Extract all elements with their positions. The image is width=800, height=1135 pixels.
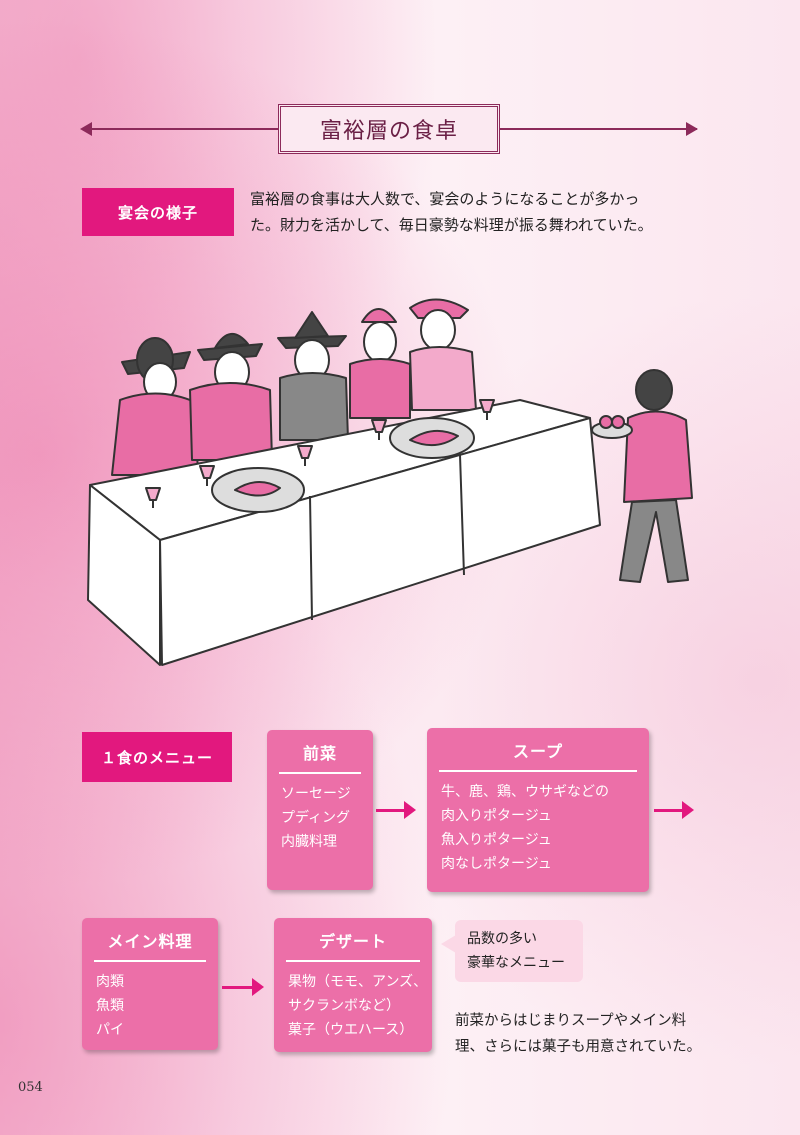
page-title-box: 富裕層の食卓 bbox=[278, 104, 500, 154]
arrow-right-icon bbox=[682, 801, 694, 819]
guest-2-figure bbox=[189, 333, 273, 461]
menu-note: 前菜からはじまりスープやメイン料 理、さらには菓子も用意されていた。 bbox=[455, 1008, 715, 1060]
menu-label: １食のメニュー bbox=[82, 732, 232, 782]
appetizer-item: 内臓料理 bbox=[281, 833, 337, 850]
dessert-title: デザート bbox=[318, 932, 387, 951]
appetizer-item: プディング bbox=[281, 809, 351, 826]
dessert-item: 果物（モモ、アンズ、 bbox=[288, 973, 428, 990]
page-number: 054 bbox=[18, 1080, 43, 1095]
soup-item: 肉なしポタージュ bbox=[441, 855, 552, 872]
main-course-card: メイン料理 肉類 魚類 パイ bbox=[82, 918, 218, 1050]
appetizer-card: 前菜 ソーセージ プディング 内臓料理 bbox=[267, 730, 373, 890]
arrow-main-to-dessert bbox=[222, 986, 254, 989]
title-rule-left bbox=[83, 128, 280, 130]
banquet-label: 宴会の様子 bbox=[82, 188, 234, 236]
arrow-appetizer-to-soup bbox=[376, 809, 406, 812]
arrow-soup-to-main bbox=[654, 809, 684, 812]
dessert-item: サクランボなど） bbox=[288, 997, 400, 1014]
menu-note-line2: 理、さらには菓子も用意されていた。 bbox=[455, 1039, 702, 1055]
arrow-right-icon bbox=[404, 801, 416, 819]
soup-title: スープ bbox=[512, 742, 564, 761]
soup-divider bbox=[439, 770, 637, 772]
main-course-item: パイ bbox=[96, 1021, 124, 1038]
title-arrow-right-icon bbox=[686, 122, 698, 136]
menu-note-line1: 前菜からはじまりスープやメイン料 bbox=[455, 1013, 687, 1029]
soup-item: 魚入りポタージュ bbox=[441, 831, 552, 848]
appetizer-divider bbox=[279, 772, 361, 774]
appetizer-item: ソーセージ bbox=[281, 785, 351, 802]
appetizer-title: 前菜 bbox=[302, 744, 337, 763]
bubble-line2: 豪華なメニュー bbox=[467, 955, 565, 971]
banquet-intro-line1: 富裕層の食事は大人数で、宴会のようになることが多かっ bbox=[250, 190, 640, 208]
banquet-intro-line2: た。財力を活かして、毎日豪勢な料理が振る舞われていた。 bbox=[250, 216, 653, 234]
main-course-item: 魚類 bbox=[96, 997, 124, 1014]
banquet-illustration bbox=[87, 298, 693, 666]
main-course-title: メイン料理 bbox=[107, 932, 193, 951]
soup-card: スープ 牛、鹿、鶏、ウサギなどの 肉入りポタージュ 魚入りポタージュ 肉なしポタ… bbox=[427, 728, 649, 892]
bubble-tail bbox=[441, 935, 456, 953]
title-rule-right bbox=[500, 128, 697, 130]
dessert-divider bbox=[286, 960, 420, 962]
guest-3-figure bbox=[277, 311, 349, 441]
speech-bubble: 品数の多い 豪華なメニュー bbox=[455, 920, 583, 982]
bubble-line1: 品数の多い bbox=[467, 931, 537, 947]
dessert-card: デザート 果物（モモ、アンズ、 サクランボなど） 菓子（ウエハース） bbox=[274, 918, 432, 1052]
main-course-item: 肉類 bbox=[96, 973, 124, 990]
banquet-intro: 富裕層の食事は大人数で、宴会のようになることが多かっ た。財力を活かして、毎日豪… bbox=[250, 186, 670, 238]
soup-item: 牛、鹿、鶏、ウサギなどの bbox=[441, 783, 609, 800]
server-figure bbox=[591, 369, 693, 583]
soup-item: 肉入りポタージュ bbox=[441, 807, 552, 824]
guest-1-figure bbox=[111, 337, 199, 476]
dessert-item: 菓子（ウエハース） bbox=[288, 1021, 414, 1038]
page-title: 富裕層の食卓 bbox=[319, 119, 458, 144]
guest-4-figure bbox=[349, 308, 411, 419]
arrow-right-icon bbox=[252, 978, 264, 996]
guest-5-figure bbox=[409, 298, 477, 411]
main-course-divider bbox=[94, 960, 206, 962]
